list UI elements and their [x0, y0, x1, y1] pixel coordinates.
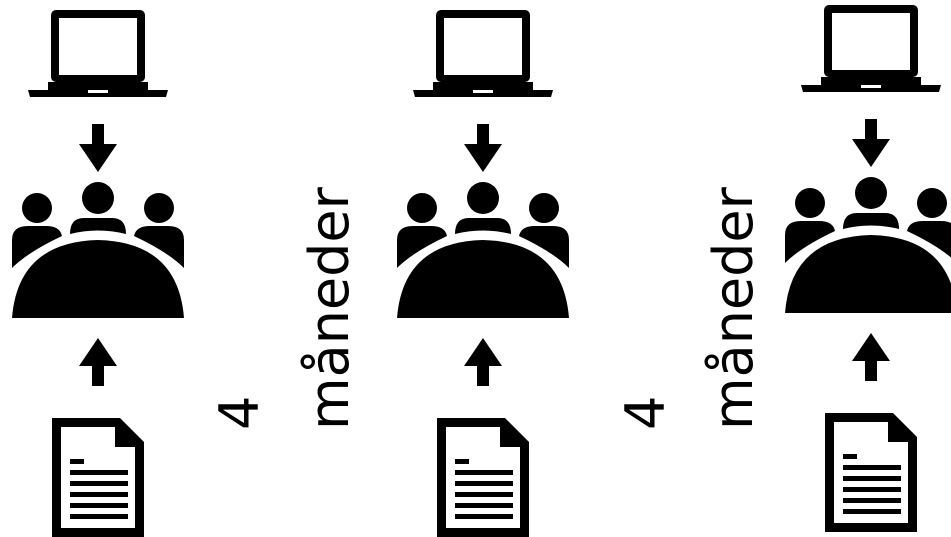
up-arrow-icon [852, 333, 890, 381]
document-icon [437, 418, 529, 537]
meeting-group-icon [785, 177, 951, 313]
down-arrow-icon [79, 124, 117, 172]
down-arrow-icon [852, 119, 890, 167]
laptop-icon [801, 5, 941, 92]
stage-2 [397, 10, 569, 537]
interval-number: 4 [614, 396, 677, 430]
stage-1 [12, 10, 184, 537]
laptop-icon [413, 10, 553, 97]
interval-2: 4 måneder [614, 186, 765, 430]
stage-3 [785, 5, 951, 532]
down-arrow-icon [464, 124, 502, 172]
up-arrow-icon [464, 338, 502, 386]
interval-unit: måneder [298, 186, 361, 430]
laptop-icon [28, 10, 168, 97]
interval-unit: måneder [702, 186, 765, 430]
document-icon [825, 413, 917, 532]
meeting-group-icon [12, 182, 184, 318]
document-icon [52, 418, 144, 537]
up-arrow-icon [79, 338, 117, 386]
interval-1: 4 måneder [208, 186, 361, 430]
meeting-group-icon [397, 182, 569, 318]
interval-number: 4 [208, 396, 271, 430]
